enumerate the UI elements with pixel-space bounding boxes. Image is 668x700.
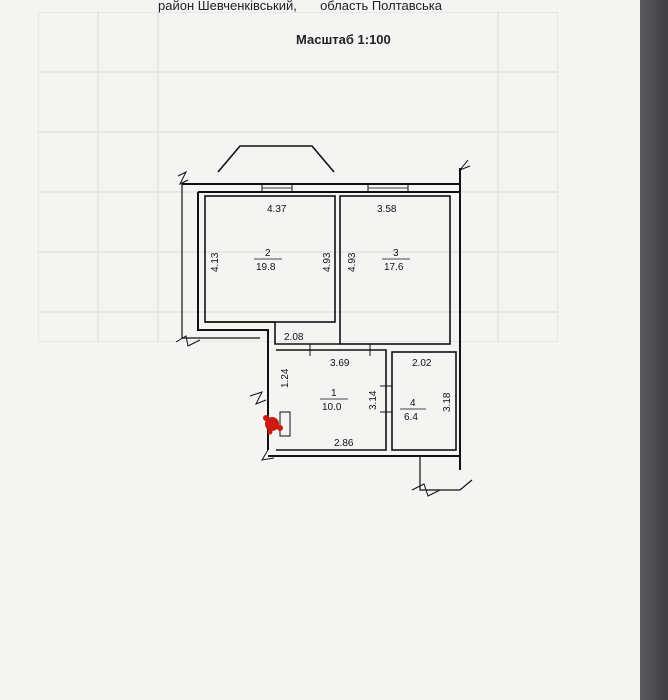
room-3-area: 17.6 bbox=[384, 262, 404, 273]
room-label-3: 3 17.6 bbox=[382, 248, 410, 273]
dim-room3-left: 4.93 bbox=[347, 252, 358, 272]
room-2-bottom-step bbox=[205, 321, 340, 345]
break-mark-bottom bbox=[411, 483, 441, 497]
region-text: область Полтавська bbox=[320, 0, 442, 13]
break-mark-left-mid bbox=[175, 335, 201, 347]
scale-label: Масштаб 1:100 bbox=[296, 32, 391, 47]
room-label-2: 2 19.8 bbox=[254, 248, 282, 273]
room-2-number: 2 bbox=[265, 248, 271, 259]
bay-window bbox=[217, 145, 335, 173]
room-1-area: 10.0 bbox=[322, 402, 342, 413]
dim-room4-width: 2.02 bbox=[412, 358, 432, 369]
room-label-1: 1 10.0 bbox=[320, 388, 348, 413]
dim-room2-width: 4.37 bbox=[267, 204, 287, 215]
room-1-number: 1 bbox=[331, 388, 337, 399]
dim-room3-width: 3.58 bbox=[377, 204, 397, 215]
room-2-area: 19.8 bbox=[256, 262, 276, 273]
dim-room4-height: 3.18 bbox=[442, 392, 453, 412]
room-4-outline bbox=[391, 351, 457, 451]
entrance-door bbox=[279, 411, 291, 437]
dim-corridor-step: 2.08 bbox=[284, 332, 304, 343]
room-3-number: 3 bbox=[393, 248, 399, 259]
header-address: район Шевченківський, область Полтавська bbox=[158, 0, 442, 13]
dim-room2-right: 4.93 bbox=[322, 252, 333, 272]
dim-corridor-top: 3.69 bbox=[330, 358, 350, 369]
floor-plan: 4.37 3.58 4.13 4.93 4.93 2.08 3.69 1.24 … bbox=[175, 145, 473, 497]
room-4-area: 6.4 bbox=[404, 412, 418, 423]
room-4-number: 4 bbox=[410, 398, 416, 409]
break-mark-left-top bbox=[177, 170, 189, 186]
room-3-outline bbox=[339, 195, 451, 345]
district-text: район Шевченківський, bbox=[158, 0, 297, 13]
break-mark-left-bottom bbox=[249, 391, 267, 405]
corridor-outline bbox=[276, 349, 387, 451]
red-marker bbox=[263, 415, 283, 435]
dim-corridor-right: 3.14 bbox=[368, 390, 379, 410]
dim-corridor-bottom: 2.86 bbox=[334, 438, 354, 449]
dim-corridor-left: 1.24 bbox=[280, 368, 291, 388]
room-label-4: 4 6.4 bbox=[400, 398, 426, 423]
dim-room2-left: 4.13 bbox=[210, 252, 221, 272]
outer-wall-left bbox=[197, 192, 269, 450]
